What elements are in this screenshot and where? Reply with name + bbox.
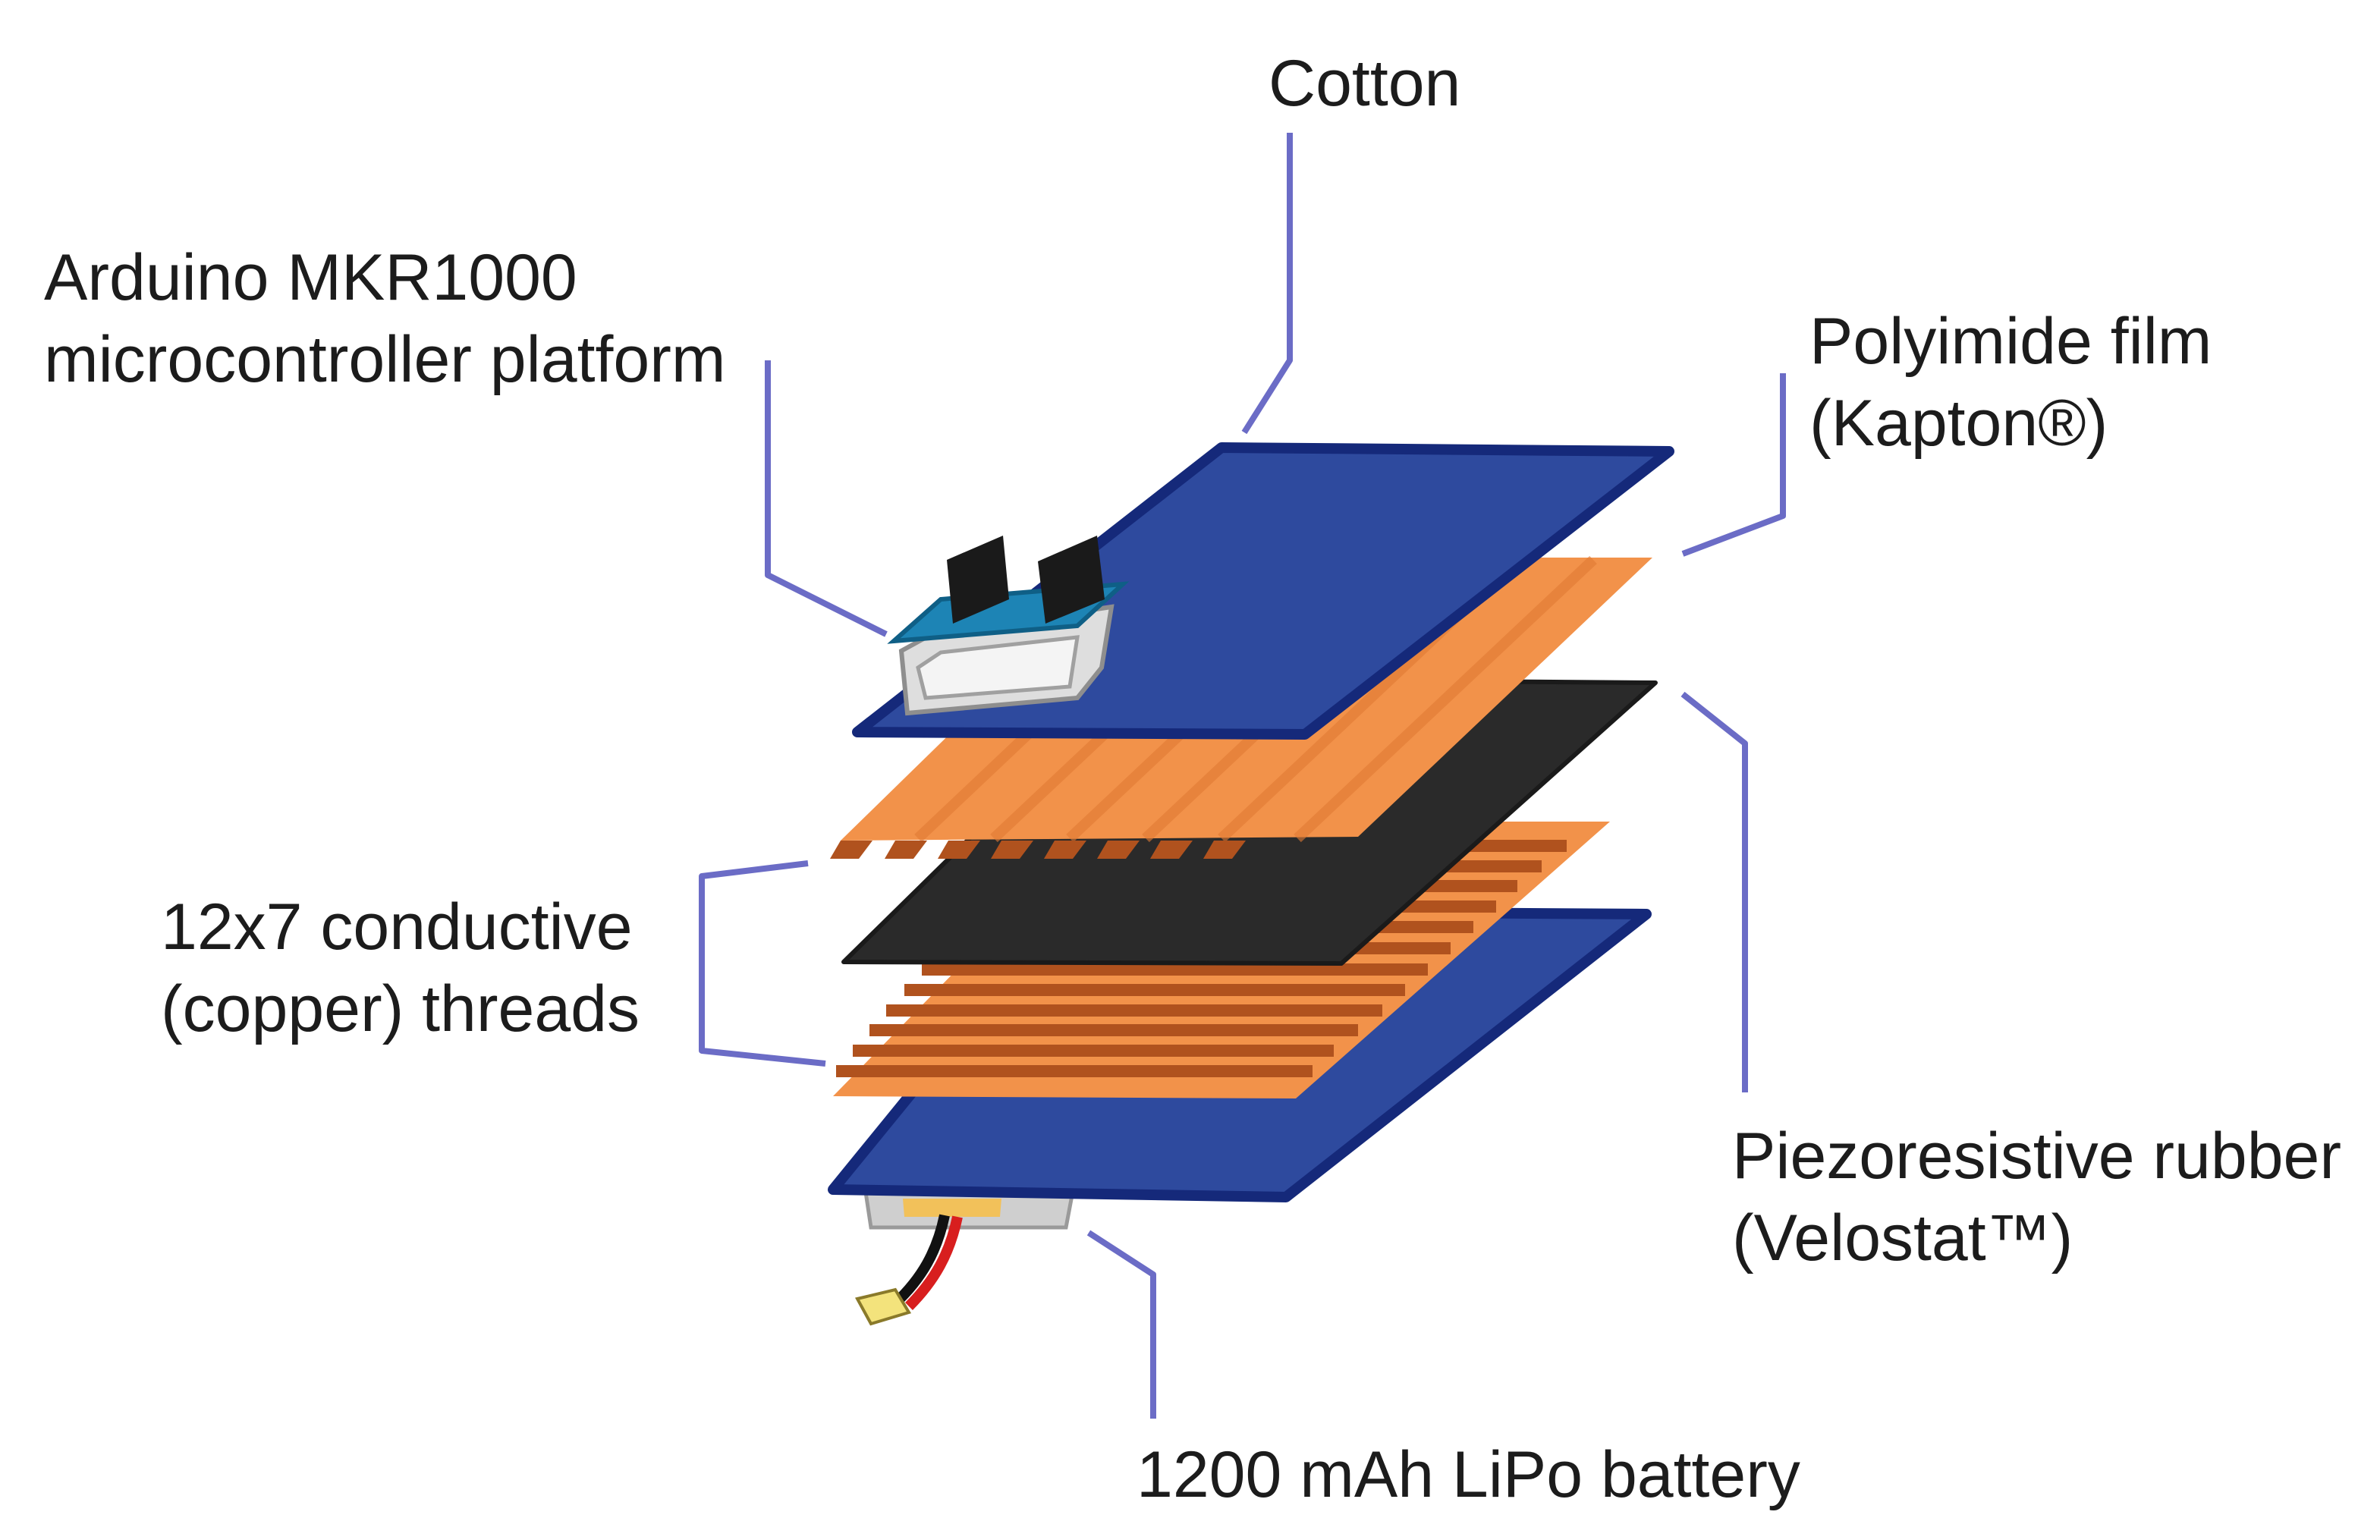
leader-cotton <box>1241 133 1293 435</box>
leader-velostat <box>1680 691 1748 1092</box>
arduino-mkr1000 <box>887 536 1130 716</box>
leader-battery <box>1086 1230 1156 1419</box>
leader-polyimide <box>1681 373 1786 557</box>
lipo-battery <box>854 1185 1077 1326</box>
leader-threads <box>699 860 826 1067</box>
leader-arduino <box>765 360 888 637</box>
leader-lines <box>699 133 1786 1419</box>
